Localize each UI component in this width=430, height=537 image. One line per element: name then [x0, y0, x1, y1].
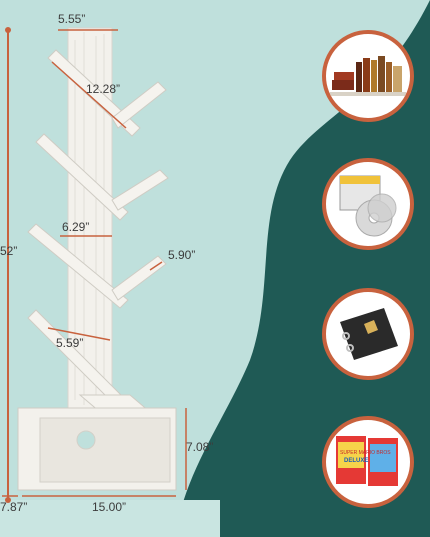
dim-base-height: 7.08” [186, 440, 214, 454]
dim-branch-low: 5.59” [56, 336, 84, 350]
dim-width-top: 5.55” [58, 12, 86, 26]
feature-books [322, 30, 414, 122]
dim-branch-long: 12.28” [86, 82, 121, 96]
feature-cd [322, 158, 414, 250]
feature-album [322, 288, 414, 380]
game-title-1: SUPER MARIO BROS [340, 450, 391, 456]
books-icon [330, 56, 406, 96]
dark-wave-shape [175, 0, 430, 537]
game-case-icon: SUPER MARIO BROS DELUXE [336, 436, 398, 486]
dim-branch-mid: 6.29” [62, 220, 90, 234]
cd-case-icon [339, 175, 397, 237]
dim-base-depth: 7.87” [0, 500, 28, 514]
shelf-branches [27, 49, 169, 413]
game-title-2: DELUXE [344, 458, 368, 464]
feature-games: SUPER MARIO BROS DELUXE [322, 416, 414, 508]
dim-branch-right: 5.90” [168, 248, 196, 262]
shelf-base-cubby [39, 417, 171, 483]
album-icon [340, 308, 398, 360]
base-cable-hole [76, 430, 96, 450]
measure-lines [2, 29, 187, 497]
dim-height-total: 52” [0, 244, 18, 258]
dim-base-width: 15.00” [92, 500, 127, 514]
floor-shadow [0, 500, 220, 537]
